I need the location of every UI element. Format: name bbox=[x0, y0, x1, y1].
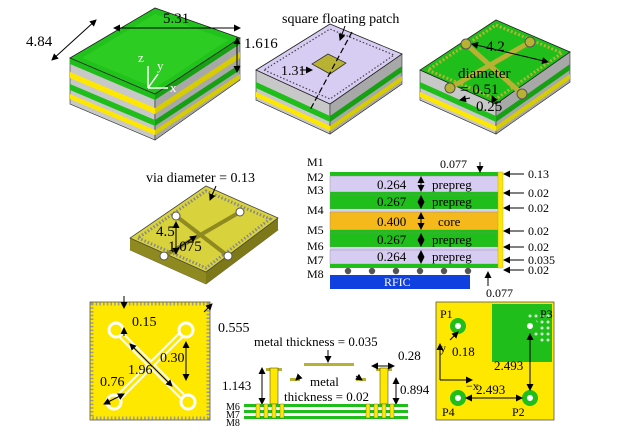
via-dim-a-label: 4.5 bbox=[156, 224, 175, 240]
metal-thickness-top-label: metal thickness = 0.035 bbox=[254, 334, 378, 349]
row-2-thickness: 0.267 bbox=[377, 194, 407, 209]
layer-label-m4: M4 bbox=[307, 203, 324, 217]
cross-layer-m7: M7 bbox=[226, 410, 240, 421]
axis-z-label: z bbox=[138, 50, 144, 65]
panel-d-via-layer: via diameter = 0.13 4.5 1.075 bbox=[129, 171, 279, 285]
row-4-material: prepreg bbox=[432, 232, 472, 247]
stackup-layer-m1 bbox=[330, 172, 500, 176]
feed-dim-mid-label: 0.30 bbox=[160, 351, 185, 366]
floating-patch-label: square floating patch bbox=[282, 12, 399, 27]
feed-dim-diag-label: 1.96 bbox=[128, 363, 153, 378]
right-value-7: 0.02 bbox=[528, 263, 549, 277]
depth-label: 4.84 bbox=[26, 34, 53, 50]
feed-dim-right-label: 0.555 bbox=[218, 321, 250, 336]
layer-label-m5: M5 bbox=[307, 223, 324, 237]
port-dim-horiz-label: 2.493 bbox=[476, 382, 505, 397]
cross-layer-m8: M8 bbox=[226, 418, 240, 429]
metal-thickness-bottom-label: thickness = 0.02 bbox=[284, 389, 369, 404]
row-5-material: prepreg bbox=[432, 249, 472, 264]
panel-f-feed-top-view: 0.15 0.555 1.96 0.30 0.76 bbox=[89, 296, 250, 421]
layer-label-m1: M1 bbox=[307, 155, 324, 169]
cross-layer-m6: M6 bbox=[226, 402, 240, 413]
right-value-4: 0.02 bbox=[528, 224, 549, 238]
row-1-material: prepreg bbox=[432, 177, 472, 192]
right-value-1: 0.13 bbox=[528, 167, 549, 181]
patch-size-label: 1.31 bbox=[281, 64, 306, 79]
panel-c-feed-network: 4.2 diameter = 0.51 0.25 bbox=[419, 19, 571, 135]
via-height-left-label: 1.143 bbox=[222, 378, 251, 393]
right-value-6: 0.035 bbox=[528, 253, 555, 267]
panel-a-package: z y x 5.31 4.84 1.616 bbox=[26, 7, 278, 141]
line-width-label: 0.25 bbox=[476, 99, 502, 115]
row-5-thickness: 0.264 bbox=[377, 249, 407, 264]
top-gap-label: 0.077 bbox=[440, 157, 467, 171]
depth-dimension-line bbox=[51, 19, 97, 61]
port-circles bbox=[450, 318, 538, 406]
layer-label-m8: M8 bbox=[307, 267, 324, 281]
layer-label-m6: M6 bbox=[307, 239, 324, 253]
port-p1-label: P1 bbox=[440, 307, 453, 321]
panel-h-port-layout: P1 P3 P4 P2 0.18 2.493 2.493 y −x bbox=[435, 301, 555, 421]
port-dim-vert-label: 2.493 bbox=[494, 358, 523, 373]
port-axis-x-label: −x bbox=[466, 379, 479, 393]
diameter-word-label: diameter bbox=[458, 66, 510, 82]
bottom-gap-label: 0.077 bbox=[486, 286, 513, 300]
panel-a-axes: z y x bbox=[138, 50, 177, 95]
panel-a-stack bbox=[69, 7, 241, 141]
row-3-material: core bbox=[438, 214, 461, 229]
via-diameter-label: via diameter = 0.13 bbox=[146, 171, 255, 186]
layer-label-m3: M3 bbox=[307, 183, 324, 197]
via-width-label: 0.28 bbox=[398, 348, 421, 363]
via-height-right-label: 0.894 bbox=[400, 382, 430, 397]
right-value-2: 0.02 bbox=[528, 186, 549, 200]
feed-dim-top-label: 0.15 bbox=[132, 315, 157, 330]
diameter-value-label: = 0.51 bbox=[460, 82, 498, 98]
right-value-5: 0.02 bbox=[528, 240, 549, 254]
via-dim-b-label: 1.075 bbox=[168, 239, 202, 255]
port-p4-label: P4 bbox=[442, 405, 455, 419]
rfic-chip bbox=[330, 275, 470, 289]
port-p2-label: P2 bbox=[512, 405, 525, 419]
port-dim-small-label: 0.18 bbox=[452, 344, 475, 359]
row-4-thickness: 0.267 bbox=[377, 232, 407, 247]
panel-b-floating-patch: square floating patch 1.31 bbox=[255, 12, 403, 135]
feed-dim-via-label: 0.76 bbox=[100, 375, 125, 390]
panel-g-via-cross-section: metal thickness = 0.035 metal thickness … bbox=[222, 334, 430, 429]
row-3-thickness: 0.400 bbox=[377, 214, 406, 229]
row-1-thickness: 0.264 bbox=[377, 177, 407, 192]
port-p3-label: P3 bbox=[540, 307, 553, 321]
metal-word-label: metal bbox=[310, 374, 339, 389]
layer-label-m2: M2 bbox=[307, 170, 324, 184]
height-label: 1.616 bbox=[244, 36, 278, 52]
axis-y-label: y bbox=[157, 58, 164, 73]
layer-label-m7: M7 bbox=[307, 253, 324, 267]
axis-x-label: x bbox=[170, 80, 177, 95]
panel-e-stackup: RFIC M1 M2 M3 M4 M5 M6 M7 M8 0.264 prepr… bbox=[307, 155, 555, 300]
right-value-3: 0.02 bbox=[528, 201, 549, 215]
port-axis-y-label: y bbox=[440, 341, 446, 355]
width-label: 5.31 bbox=[163, 11, 189, 27]
feed-length-label: 4.2 bbox=[486, 39, 505, 55]
rfic-label: RFIC bbox=[384, 275, 411, 289]
row-2-material: prepreg bbox=[432, 194, 472, 209]
